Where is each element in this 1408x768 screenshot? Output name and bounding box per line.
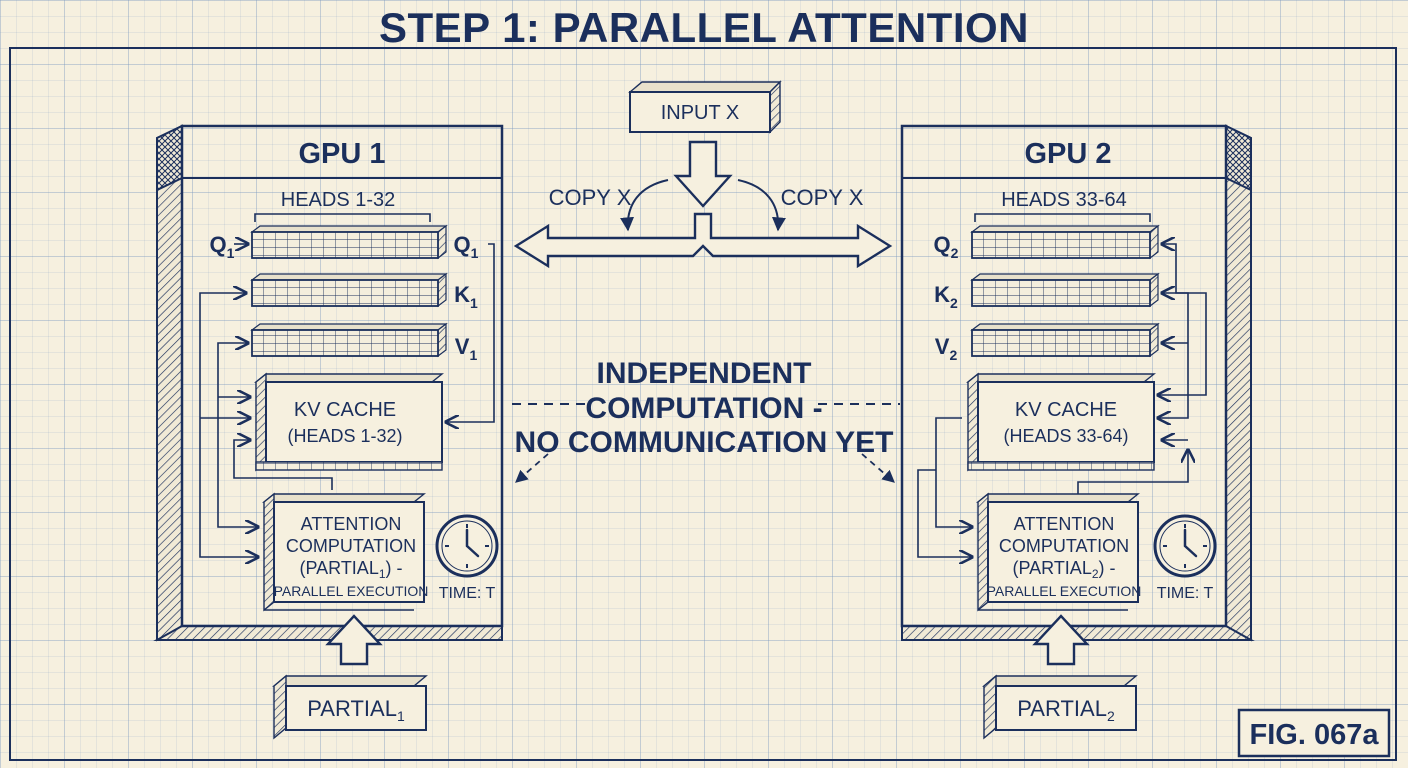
gpu1-left-rail bbox=[156, 124, 183, 642]
gpu1-attention-block bbox=[262, 492, 426, 612]
gpu2-v-label: V2 bbox=[935, 334, 958, 363]
gpu1-heads-label: HEADS 1-32 bbox=[281, 189, 396, 211]
copy-arrow-right bbox=[737, 179, 786, 232]
gpu1-k-tensor bbox=[250, 272, 448, 308]
gpu2-panel: GPU 2 HEADS 33-64 Q2 K2 V2 KV CACHE bbox=[900, 124, 1255, 740]
gpu1-q-tensor bbox=[250, 224, 448, 260]
gpu1-heads-bracket bbox=[254, 213, 431, 222]
gpu2-arrow-to-attn-left bbox=[935, 417, 972, 527]
gpu1-clock-icon bbox=[435, 514, 499, 578]
gpu1-kv-cache-heads: (HEADS 1-32) bbox=[287, 426, 402, 446]
broadcast-double-arrow bbox=[513, 212, 893, 269]
gpu1-partial-box bbox=[272, 674, 428, 740]
center-note-line3: NO COMMUNICATION YET bbox=[515, 426, 894, 459]
gpu2-k-tensor bbox=[970, 272, 1160, 308]
center-note-line1: INDEPENDENT bbox=[596, 357, 811, 390]
gpu1-arrow-loop-inner bbox=[217, 343, 258, 527]
gpu2-heads-bracket bbox=[974, 213, 1151, 222]
center-note-line2: COMPUTATION - bbox=[585, 392, 822, 425]
gpu1-kv-cache-block bbox=[254, 372, 444, 472]
copy-arrow-left bbox=[620, 179, 669, 232]
gpu2-arrow-to-attn-left2 bbox=[917, 469, 972, 557]
gpu2-kv-cache-title: KV CACHE bbox=[1015, 399, 1117, 421]
gpu1-bottom-rail bbox=[153, 625, 503, 641]
copy-x-right-label: COPY X bbox=[781, 185, 864, 210]
input-down-arrow bbox=[673, 140, 733, 208]
gpu1-kv-cache-title: KV CACHE bbox=[294, 399, 396, 421]
gpu2-attention-line4: PARALLEL EXECUTION bbox=[987, 583, 1142, 599]
gpu2-q-tensor bbox=[970, 224, 1160, 260]
gpu1-arrow-right-return bbox=[446, 243, 495, 422]
gpu2-corner-block bbox=[1225, 124, 1252, 192]
gpu1-v-tensor bbox=[250, 322, 448, 358]
dash-arrow-left bbox=[515, 453, 549, 483]
gpu1-panel: GPU 1 HEADS 1-32 Q1 Q1 K1 V1 bbox=[153, 124, 504, 740]
gpu2-arrow-attn-up bbox=[1077, 450, 1188, 494]
gpu2-q-label: Q2 bbox=[934, 232, 959, 261]
gpu2-heads-label: HEADS 33-64 bbox=[1001, 189, 1127, 211]
gpu2-arrow-loop-right-outer bbox=[1158, 244, 1189, 418]
copy-x-left-label: COPY X bbox=[549, 185, 632, 210]
gpu1-v-label: V1 bbox=[455, 334, 478, 363]
gpu1-attention-line3: (PARTIAL1) - bbox=[299, 558, 402, 581]
gpu1-up-arrow bbox=[325, 614, 383, 666]
gpu1-attention-line2: COMPUTATION bbox=[286, 536, 416, 556]
input-x-label: INPUT X bbox=[661, 102, 740, 124]
gpu1-attention-line1: ATTENTION bbox=[301, 514, 402, 534]
gpu2-kv-cache-block bbox=[966, 372, 1156, 472]
gpu1-frame bbox=[180, 124, 504, 628]
figure-label: FIG. 067a bbox=[1250, 719, 1380, 751]
gpu2-partial-label: PARTIAL2 bbox=[1017, 696, 1115, 724]
gpu2-attention-line1: ATTENTION bbox=[1014, 514, 1115, 534]
gpu2-kv-cache-heads: (HEADS 33-64) bbox=[1003, 426, 1128, 446]
gpu1-q-left-label: Q1 bbox=[210, 232, 235, 261]
gpu1-title: GPU 1 bbox=[298, 138, 385, 170]
gpu1-arrow-loop-outer bbox=[199, 293, 258, 557]
gpu2-k-label: K2 bbox=[934, 282, 958, 311]
dash-arrow-right bbox=[861, 453, 895, 483]
input-x-box bbox=[628, 80, 782, 134]
gpu2-partial-box bbox=[982, 674, 1138, 740]
gpu1-corner-block bbox=[156, 124, 183, 192]
gpu2-arrow-loop-right-inner bbox=[1158, 293, 1207, 395]
gpu1-arrow-cache-to-attn bbox=[233, 440, 333, 490]
figure-label-box bbox=[1237, 708, 1391, 758]
gpu1-time-label: TIME: T bbox=[439, 585, 496, 602]
gpu1-q-right-label: Q1 bbox=[454, 232, 479, 261]
gpu2-v-tensor bbox=[970, 322, 1160, 358]
gpu2-attention-block bbox=[976, 492, 1140, 612]
gpu2-clock-icon bbox=[1153, 514, 1217, 578]
gpu2-up-arrow bbox=[1032, 614, 1090, 666]
gpu1-k-label: K1 bbox=[454, 282, 478, 311]
gpu2-attention-line2: COMPUTATION bbox=[999, 536, 1129, 556]
outer-frame bbox=[9, 47, 1397, 761]
gpu2-right-rail bbox=[1225, 124, 1252, 642]
gpu1-partial-label: PARTIAL1 bbox=[307, 696, 405, 724]
gpu1-attention-line4: PARALLEL EXECUTION bbox=[274, 583, 429, 599]
gpu2-time-label: TIME: T bbox=[1157, 585, 1214, 602]
gpu2-title: GPU 2 bbox=[1024, 138, 1111, 170]
diagram-title: STEP 1: PARALLEL ATTENTION bbox=[379, 4, 1029, 51]
gpu2-attention-line3: (PARTIAL2) - bbox=[1012, 558, 1115, 581]
